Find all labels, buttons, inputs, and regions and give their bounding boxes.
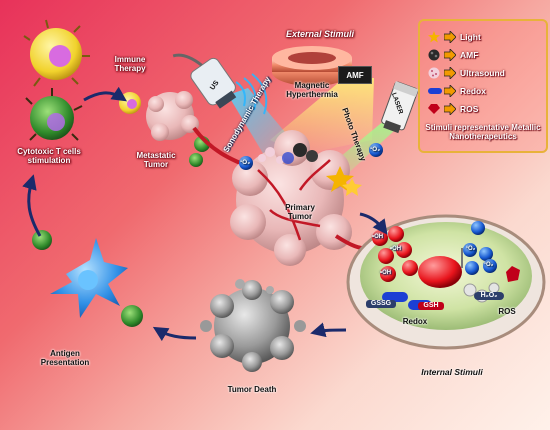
legend: Light AMF Ultrasound Redox ROS Stimuli r…: [418, 19, 548, 153]
arrow-antigen-to-cytotoxic: [22, 174, 42, 237]
label-h2o2: H₂O₂: [474, 292, 504, 300]
legend-item-amf: AMF: [428, 47, 478, 63]
ultrasound-waves: [235, 73, 268, 115]
label-primary-tumor: Primary Tumor: [285, 203, 315, 221]
legend-label-light: Light: [460, 32, 481, 42]
label-magnetic-hyperthermia: Magnetic Hyperthermia: [286, 81, 338, 99]
legend-label-ros: ROS: [460, 104, 479, 114]
yellow-immune-cell: [23, 19, 90, 87]
right-arrow-icon: [444, 49, 456, 61]
legend-label-amf: AMF: [460, 50, 479, 60]
ultrasound-transducer: [172, 53, 237, 109]
singlet-oxygen-markers: [239, 143, 383, 170]
legend-footer: Stimuli representative Metallic Nanother…: [425, 123, 541, 142]
label-tumor-death: Tumor Death: [227, 385, 277, 394]
label-metastatic-tumor: Metastatic Tumor: [136, 151, 176, 169]
magnetic-coil: [272, 46, 352, 86]
label-oh-3: •OH: [380, 270, 392, 276]
right-arrow-icon: [444, 67, 456, 79]
metastatic-tumor: [146, 91, 259, 172]
label-antigen-presentation: Antigen Presentation: [40, 349, 90, 367]
legend-label-ultrasound: Ultrasound: [460, 68, 505, 78]
label-oh-1: •OH: [372, 234, 384, 240]
cytotoxic-t-cell: [25, 88, 83, 141]
primary-tumor: [230, 130, 373, 266]
small-immune-cell: [119, 92, 141, 114]
arrow-death-to-antigen: [152, 326, 197, 342]
right-arrow-icon: [444, 103, 456, 115]
label-oh-2: •OH: [390, 246, 402, 252]
dying-tumor: [200, 279, 306, 372]
label-gssg: GSSG: [366, 300, 396, 308]
label-o2-left: ¹O₂: [240, 159, 251, 166]
label-gsh: GSH: [418, 302, 444, 310]
star-icon: [428, 31, 440, 43]
legend-item-ros: ROS: [428, 101, 478, 117]
right-arrow-icon: [444, 85, 456, 97]
legend-item-light: Light: [428, 29, 481, 45]
dendritic-cell: [32, 230, 143, 327]
amf-box: AMF: [338, 66, 372, 84]
legend-item-redox: Redox: [428, 83, 486, 99]
ruby-icon: [428, 104, 440, 114]
arrow-cell-to-death: [310, 322, 347, 338]
arrow-immune-to-cytotoxic: [83, 86, 127, 102]
dark-particle-icon: [428, 49, 440, 61]
right-arrow-icon: [444, 31, 456, 43]
laser-device: [381, 81, 419, 134]
arrow-tumor-to-cell: [359, 212, 388, 235]
nanoparticles: [258, 143, 362, 196]
internal-stimuli-title: Internal Stimuli: [421, 367, 483, 377]
ultrasound-particle-icon: [428, 67, 440, 79]
legend-label-redox: Redox: [460, 86, 486, 96]
legend-item-ultrasound: Ultrasound: [428, 65, 505, 81]
capsule-icon: [428, 88, 442, 94]
label-immune-therapy: Immune Therapy: [114, 55, 146, 73]
external-stimuli-title: External Stimuli: [285, 29, 355, 39]
label-o2-cell-1: ¹O₂: [466, 246, 476, 252]
label-o2-cell-2: ¹O₂: [484, 262, 494, 268]
label-cytotoxic: Cytotoxic T cells stimulation: [17, 147, 81, 165]
label-o2-right: ¹O₂: [370, 146, 381, 153]
label-ros: ROS: [498, 307, 516, 316]
label-redox: Redox: [402, 317, 428, 326]
